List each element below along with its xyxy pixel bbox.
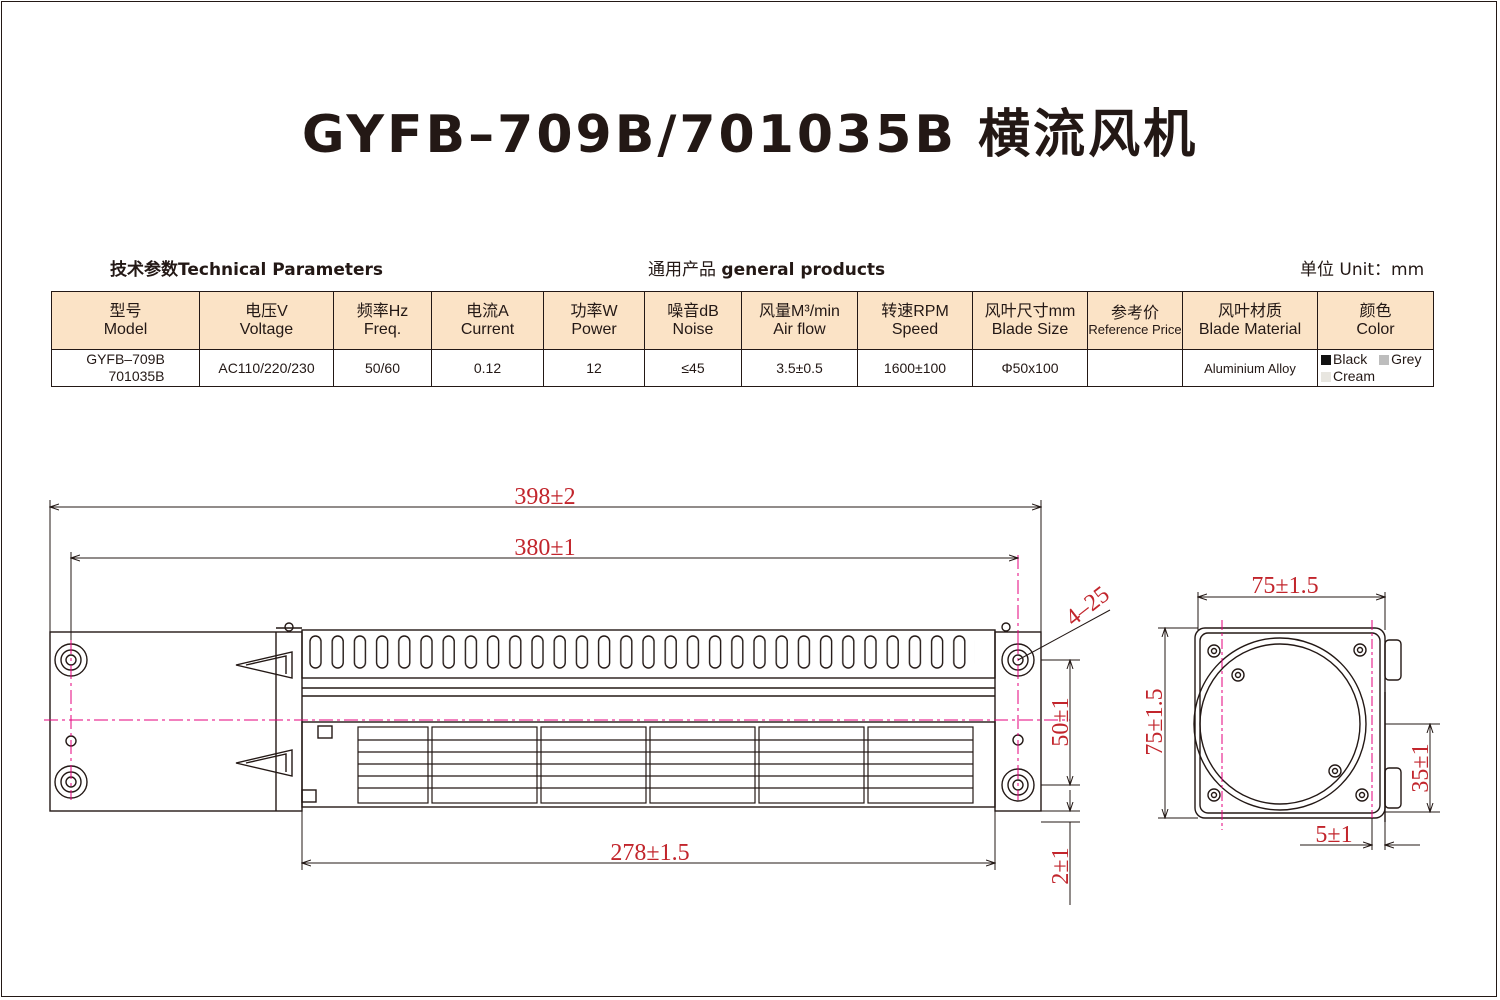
side-view bbox=[1193, 627, 1402, 822]
cell-material: Aluminium Alloy bbox=[1182, 349, 1318, 387]
unit-label: 单位 Unit：mm bbox=[1300, 255, 1424, 280]
cell-color: Black Grey Cream bbox=[1317, 349, 1434, 387]
screw-icon bbox=[1353, 643, 1367, 657]
screw-icon bbox=[1231, 668, 1245, 682]
front-view bbox=[49, 622, 1042, 812]
bottom-gap-label: 2±1 bbox=[1048, 847, 1074, 884]
side-height-label: 75±1.5 bbox=[1142, 688, 1168, 755]
side-connector bbox=[1384, 767, 1402, 809]
cell-current: 0.12 bbox=[431, 349, 544, 387]
fan-length-label: 278±1.5 bbox=[610, 840, 689, 866]
screw-icon bbox=[1207, 644, 1221, 658]
color-grey-label: Grey bbox=[1391, 351, 1422, 367]
height-label: 50±1 bbox=[1048, 697, 1074, 746]
front-dimensions bbox=[50, 500, 1111, 905]
tech-cn: 技术参数 bbox=[110, 260, 178, 280]
hole-spacing-label: 380±1 bbox=[514, 535, 575, 561]
fan-housing-top bbox=[301, 629, 996, 679]
cell-blade-size: Φ50x100 bbox=[972, 349, 1088, 387]
technical-parameters-heading: 技术参数Technical Parameters bbox=[110, 255, 383, 280]
color-black-label: Black bbox=[1333, 351, 1368, 367]
general-en: general products bbox=[721, 260, 886, 280]
cell-freq: 50/60 bbox=[333, 349, 432, 387]
general-cn: 通用产品 bbox=[648, 260, 716, 280]
side-center-lines bbox=[1221, 620, 1373, 830]
cell-airflow: 3.5±0.5 bbox=[741, 349, 858, 387]
side-offset-label: 35±1 bbox=[1408, 743, 1434, 792]
general-products-heading: 通用产品 general products bbox=[648, 255, 885, 280]
side-width-label: 75±1.5 bbox=[1251, 573, 1318, 599]
screw-icon bbox=[1207, 788, 1221, 802]
screw-icon bbox=[1355, 788, 1369, 802]
side-gap-label: 5±1 bbox=[1315, 822, 1352, 848]
side-dimensions bbox=[1158, 592, 1440, 850]
cream-swatch bbox=[1321, 372, 1331, 383]
cell-noise: ≤45 bbox=[644, 349, 742, 387]
grey-swatch bbox=[1379, 355, 1390, 366]
unit-cn: 单位 bbox=[1300, 260, 1334, 280]
tech-en: Technical Parameters bbox=[178, 260, 384, 280]
cell-power: 12 bbox=[543, 349, 645, 387]
cell-voltage: AC110/220/230 bbox=[199, 349, 334, 387]
screw-icon bbox=[1328, 764, 1342, 778]
cell-price bbox=[1087, 349, 1183, 387]
fan-circle-icon bbox=[1193, 637, 1367, 811]
side-connector bbox=[1384, 639, 1402, 681]
holes-label: 4–25 bbox=[1061, 581, 1115, 631]
center-lines bbox=[44, 555, 1070, 800]
page-title: GYFB–709B/701035B 横流风机 bbox=[301, 105, 1199, 165]
overall-length-label: 398±2 bbox=[514, 484, 575, 510]
unit-en: Unit：mm bbox=[1339, 260, 1425, 280]
airflow-arrow-icon bbox=[235, 749, 293, 777]
lower-grille bbox=[357, 726, 974, 804]
airflow-arrow-icon bbox=[235, 651, 293, 679]
color-cream-label: Cream bbox=[1333, 368, 1376, 384]
black-swatch bbox=[1321, 355, 1331, 366]
